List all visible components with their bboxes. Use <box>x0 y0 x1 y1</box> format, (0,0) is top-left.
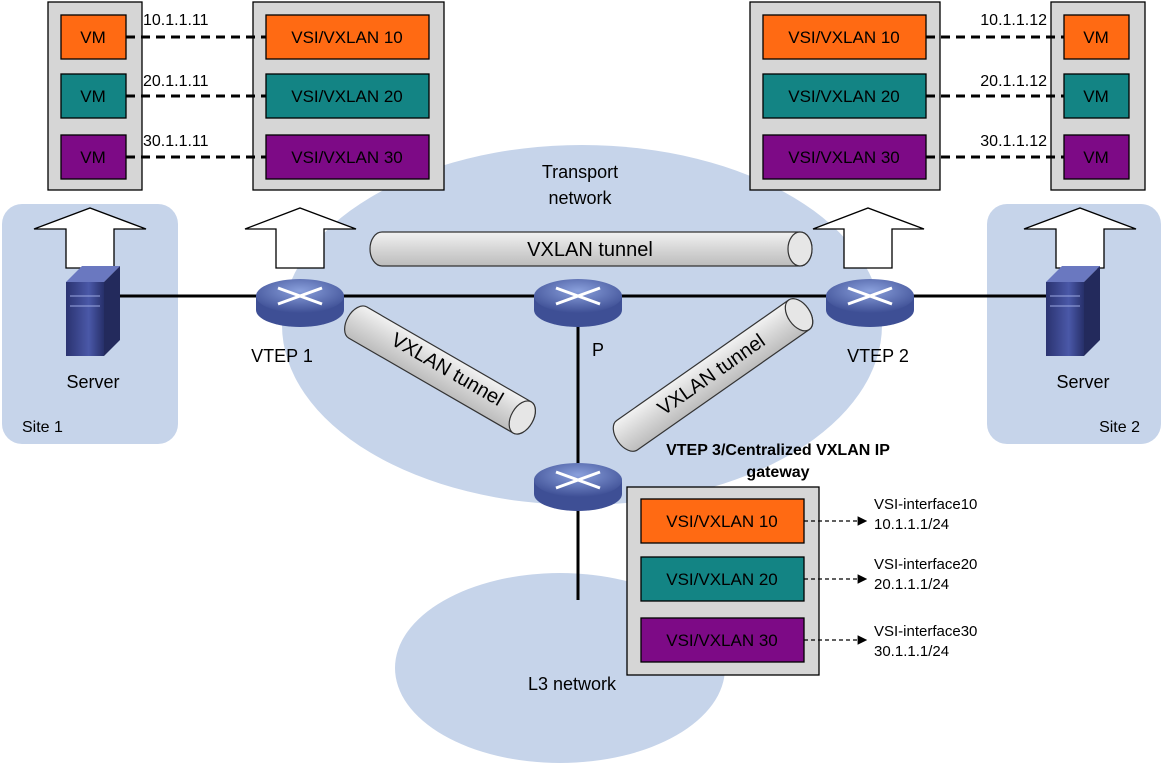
right-ip-3: 30.1.1.12 <box>980 133 1047 150</box>
vtep2-switch-icon <box>826 279 914 327</box>
server-left-label: Server <box>66 372 119 392</box>
transport-network-label-2: network <box>548 188 612 208</box>
left-vm-label-1: VM <box>80 28 106 47</box>
vxlan-tunnel-left <box>344 305 536 435</box>
gateway-title-1: VTEP 3/Centralized VXLAN IP <box>666 442 890 459</box>
gateway-vsi-label-1: VSI/VXLAN 10 <box>666 512 778 531</box>
left-vm-10 <box>60 14 127 60</box>
server-right-label: Server <box>1056 372 1109 392</box>
vtep1-switch-icon <box>256 279 344 327</box>
left-vm-30 <box>60 134 127 180</box>
left-vm-label-2: VM <box>80 87 106 106</box>
right-vm-label-3: VM <box>1083 148 1109 167</box>
gateway-if-addr-3: 30.1.1.1/24 <box>874 643 949 660</box>
vtep1-vsi-label-1: VSI/VXLAN 10 <box>291 28 403 47</box>
vtep1-vsi-label-2: VSI/VXLAN 20 <box>291 87 403 106</box>
gateway-vsi-10 <box>640 498 805 544</box>
vxlan-tunnel-top-label: VXLAN tunnel <box>527 239 653 261</box>
left-vm-label-3: VM <box>80 148 106 167</box>
vtep2-vsi-label-2: VSI/VXLAN 20 <box>788 87 900 106</box>
left-vm-20 <box>60 73 127 119</box>
gateway-if-name-1: VSI-interface10 <box>874 496 977 513</box>
right-ip-1: 10.1.1.12 <box>980 12 1047 29</box>
vtep1-vsi-30 <box>265 134 430 180</box>
right-ip-2: 20.1.1.12 <box>980 73 1047 90</box>
p-label: P <box>592 340 604 360</box>
gateway-if-addr-2: 20.1.1.1/24 <box>874 576 949 593</box>
vtep1-label: VTEP 1 <box>251 346 313 366</box>
vtep3-switch-icon <box>534 463 622 511</box>
gateway-interface-arrows <box>804 516 868 645</box>
right-vm-20 <box>1063 73 1130 119</box>
gateway-title-2: gateway <box>746 464 809 481</box>
vxlan-tunnel-right <box>612 298 814 452</box>
server-left-icon <box>66 266 120 356</box>
right-vm-10 <box>1063 14 1130 60</box>
vtep2-label: VTEP 2 <box>847 346 909 366</box>
vtep2-vsi-10 <box>762 14 927 60</box>
p-switch-icon <box>534 279 622 327</box>
vtep1-vsi-label-3: VSI/VXLAN 30 <box>291 148 403 167</box>
transport-network-label-1: Transport <box>542 162 618 182</box>
right-vm-label-2: VM <box>1083 87 1109 106</box>
gateway-if-name-3: VSI-interface30 <box>874 623 977 640</box>
vxlan-tunnel-top <box>369 231 813 267</box>
left-ip-3: 30.1.1.11 <box>143 133 209 150</box>
vtep2-vsi-label-3: VSI/VXLAN 30 <box>788 148 900 167</box>
gateway-vsi-label-2: VSI/VXLAN 20 <box>666 570 778 589</box>
left-ip-1: 10.1.1.11 <box>143 12 209 29</box>
vtep2-vsi-label-1: VSI/VXLAN 10 <box>788 28 900 47</box>
server-right-icon <box>1046 266 1100 356</box>
l3-network-label: L3 network <box>528 674 617 694</box>
left-vm-links <box>126 35 266 159</box>
up-arrows <box>33 207 1137 269</box>
site2-label: Site 2 <box>1099 419 1140 436</box>
gateway-if-name-2: VSI-interface20 <box>874 556 977 573</box>
site1-label: Site 1 <box>22 419 63 436</box>
vtep2-vsi-30 <box>762 134 927 180</box>
right-vm-30 <box>1063 134 1130 180</box>
left-ip-2: 20.1.1.11 <box>143 73 209 90</box>
vtep2-vsi-20 <box>762 73 927 119</box>
gateway-vsi-label-3: VSI/VXLAN 30 <box>666 631 778 650</box>
right-vm-links <box>926 35 1064 159</box>
gateway-if-addr-1: 10.1.1.1/24 <box>874 516 949 533</box>
vtep1-vsi-20 <box>265 73 430 119</box>
right-vm-label-1: VM <box>1083 28 1109 47</box>
gateway-vsi-30 <box>640 617 805 663</box>
gateway-vsi-20 <box>640 556 805 602</box>
